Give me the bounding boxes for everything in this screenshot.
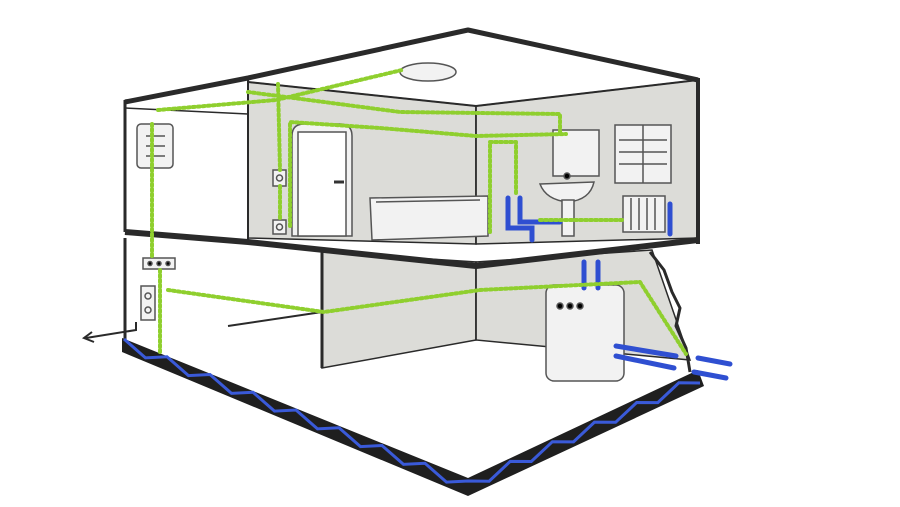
ceiling-light-icon: [399, 62, 457, 82]
upper-pipe-vertical: [505, 195, 535, 243]
water-heater-icon: [545, 284, 625, 382]
bonding-bar-icon: [142, 257, 176, 270]
ground-slab: [122, 337, 704, 496]
house-outline: [123, 27, 700, 373]
wall-socket-icon: [272, 169, 287, 187]
mirror-icon: [552, 129, 600, 177]
window-icon: [614, 124, 672, 184]
incoming-pipe-lower: [613, 353, 677, 371]
cutaway-right-wall: [648, 251, 692, 373]
bonding-wires: [150, 68, 688, 356]
earthing-electrode-icon: [123, 337, 701, 484]
wall-socket-icon: [140, 285, 156, 321]
distribution-panel-icon: [136, 123, 174, 169]
upper-ceiling-seam-right: [475, 79, 699, 107]
bathtub-icon: [369, 195, 489, 241]
fixtures: [136, 62, 672, 382]
bonding-wire-upper-cross: [246, 90, 562, 136]
wall-socket-icon: [272, 219, 287, 235]
incoming-pipe-upper: [613, 343, 679, 359]
bonding-wire-to-fixtures: [488, 140, 518, 234]
bonding-wire-socket-branch: [288, 120, 568, 228]
left-floor-edge: [227, 311, 323, 327]
bonding-wire-upper-ceiling: [156, 68, 404, 112]
left-room-ceiling: [124, 107, 249, 115]
outside-pipe-lower: [691, 369, 729, 381]
roof-edge: [124, 27, 699, 105]
radiator-icon: [622, 195, 666, 233]
upper-ceiling-seam-left: [247, 81, 477, 107]
arrow-left-icon: [81, 322, 137, 343]
bonding-wire-socket-drop: [276, 82, 282, 172]
outside-pipe-upper: [695, 355, 733, 367]
door-icon: [291, 123, 353, 237]
first-floor-slab: [124, 229, 699, 269]
bonding-wire-lower-horizontal: [166, 280, 688, 356]
